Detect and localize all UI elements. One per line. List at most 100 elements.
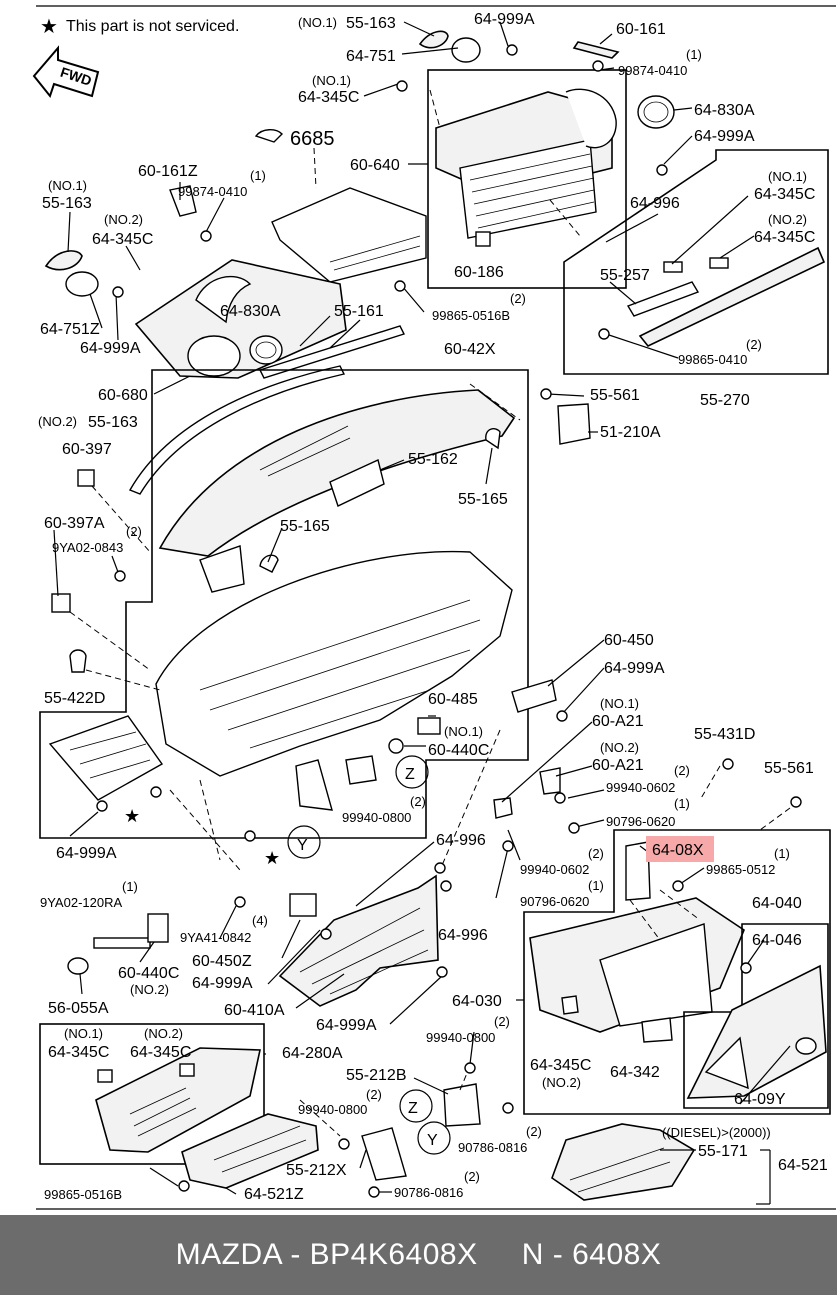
center-panel-assembly — [435, 88, 617, 247]
zone-z-marker-b — [399, 1089, 433, 1123]
label: (NO.2) — [130, 982, 169, 997]
label: 9YA41-0842 — [180, 930, 251, 945]
label: (1) — [588, 878, 604, 893]
dashboard-60-42X — [155, 389, 516, 777]
upper-dash-left — [134, 259, 347, 379]
label: (2) — [494, 1014, 510, 1029]
label: 55-163 — [88, 414, 138, 431]
label: 55-431D — [694, 726, 755, 743]
footer-bar: MAZDA - BP4K6408X N - 6408X — [0, 1215, 837, 1295]
clip-60-397A — [51, 593, 71, 613]
label: 60-485 — [428, 691, 478, 708]
garnish-55-270 — [626, 246, 826, 347]
label: 60-A21 — [592, 757, 644, 774]
label: (NO.2) — [144, 1026, 183, 1041]
label: (NO.2) — [104, 212, 143, 227]
label: 90786-0816 — [458, 1140, 527, 1155]
bracket-60-450 — [511, 679, 557, 713]
label: 55-163 — [42, 195, 92, 212]
label: 64-342 — [610, 1064, 660, 1081]
label: 64-996 — [438, 927, 488, 944]
box-60-42X — [39, 369, 529, 839]
label: (NO.1) — [444, 724, 483, 739]
label: 99940-0800 — [298, 1102, 367, 1117]
label: 9YA02-0843 — [52, 540, 123, 555]
label: 60-640 — [350, 157, 400, 174]
legend-note: This part is not serviced. — [66, 18, 239, 35]
label: 64-999A — [192, 975, 253, 992]
bracket-60-450Z — [289, 893, 317, 917]
leader-lines — [53, 21, 791, 1205]
label: (NO.1) — [48, 178, 87, 193]
label: (NO.2) — [38, 414, 77, 429]
label: (1) — [250, 168, 266, 183]
label: 99940-0800 — [426, 1030, 495, 1045]
label: 64-345C — [48, 1044, 109, 1061]
label: (2) — [526, 1124, 542, 1139]
label: 64-999A — [474, 11, 535, 28]
label: 51-210A — [600, 424, 661, 441]
label: Z — [408, 1100, 418, 1117]
label: 55-270 — [700, 392, 750, 409]
label: (NO.1) — [312, 73, 351, 88]
label: 55-422D — [44, 690, 105, 707]
label: 99865-0512 — [706, 862, 775, 877]
label: 64-830A — [220, 303, 281, 320]
label: 64-345C — [298, 89, 359, 106]
label: 55-165 — [458, 491, 508, 508]
molding-55-161 — [259, 325, 405, 379]
label: 55-163 — [346, 15, 396, 32]
highlight-64-08X — [646, 836, 714, 862]
vent-64-830A-top — [637, 95, 675, 129]
label: 60-440C — [118, 965, 179, 982]
box-64-030 — [523, 829, 831, 1115]
label: 55-257 — [600, 267, 650, 284]
label: 60-410A — [224, 1002, 285, 1019]
label: 64-999A — [694, 128, 755, 145]
zone-y-marker-a — [287, 825, 321, 859]
panel-64-280A — [95, 1047, 261, 1153]
zone-y-marker-b — [417, 1121, 451, 1155]
label: 64-345C — [92, 231, 153, 248]
label: 64-996 — [436, 832, 486, 849]
label: 55-161 — [334, 303, 384, 320]
label: 99940-0602 — [520, 862, 589, 877]
label: (NO.1) — [298, 15, 337, 30]
label: (2) — [464, 1169, 480, 1184]
label: 60-450Z — [192, 953, 252, 970]
label: 64-280A — [282, 1045, 343, 1062]
glovebox-frame-left — [48, 715, 164, 801]
fwd-arrow-icon: FWD — [32, 45, 100, 99]
label: 60-680 — [98, 387, 148, 404]
upper-panel-6685 — [271, 187, 427, 283]
fastener-icons — [96, 44, 802, 1198]
label: 90796-0620 — [606, 814, 675, 829]
label: 55-212B — [346, 1067, 407, 1084]
label: 99865-0410 — [678, 352, 747, 367]
label: 99865-0516B — [44, 1187, 122, 1202]
box-60-640 — [427, 69, 627, 289]
label: 64-345C — [530, 1057, 591, 1074]
label: 60-397A — [44, 515, 105, 532]
label: 90786-0816 — [394, 1185, 463, 1200]
label: (2) — [674, 763, 690, 778]
label: (NO.1) — [600, 696, 639, 711]
label: 99874-0410 — [178, 184, 247, 199]
label: (1) — [122, 879, 138, 894]
label: 64-040 — [752, 895, 802, 912]
label: 64-030 — [452, 993, 502, 1010]
label: 60-397 — [62, 441, 112, 458]
module-51-210A — [557, 403, 591, 445]
label: 64-345C — [130, 1044, 191, 1061]
box-64-280A — [39, 1023, 265, 1165]
clip-64-751Z-shape — [65, 271, 99, 297]
label: 64-999A — [80, 340, 141, 357]
label: 64-345C — [754, 186, 815, 203]
label: 64-08X — [652, 842, 704, 859]
star-icon: ★ — [40, 16, 58, 38]
label: 64-999A — [56, 845, 117, 862]
label: 56-055A — [48, 1000, 109, 1017]
label: 9YA02-120RA — [40, 895, 122, 910]
label: (NO.2) — [600, 740, 639, 755]
label: 60-A21 — [592, 713, 644, 730]
